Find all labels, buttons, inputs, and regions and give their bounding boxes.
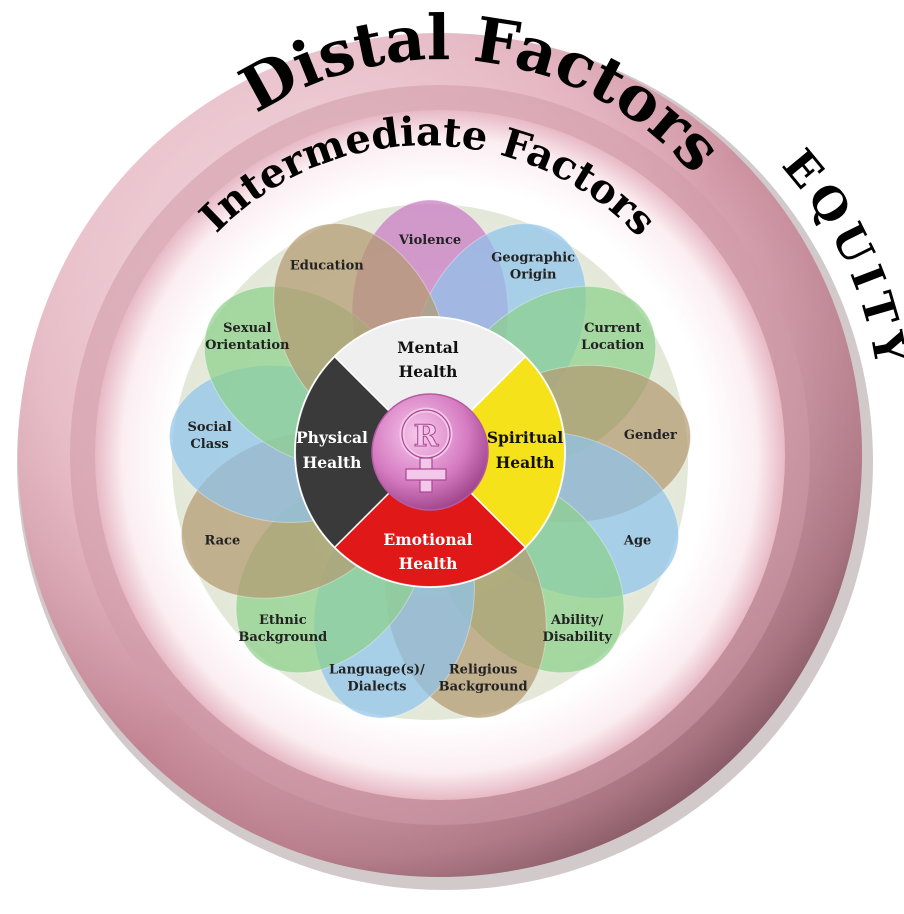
health-wheel-rim — [294, 316, 566, 588]
petal-label-violence: Violence — [398, 233, 461, 248]
petal-label-ability-disability: Ability/Disability — [542, 613, 612, 645]
petal-label-education: Education — [290, 258, 364, 273]
petal-label-gender: Gender — [624, 428, 677, 443]
center-symbol: R — [414, 419, 440, 454]
petal-label-language-s-dialects: Language(s)/Dialects — [329, 663, 425, 695]
center-emblem: R — [371, 393, 489, 511]
petal-label-race: Race — [205, 534, 241, 549]
petal-label-age: Age — [623, 534, 651, 549]
